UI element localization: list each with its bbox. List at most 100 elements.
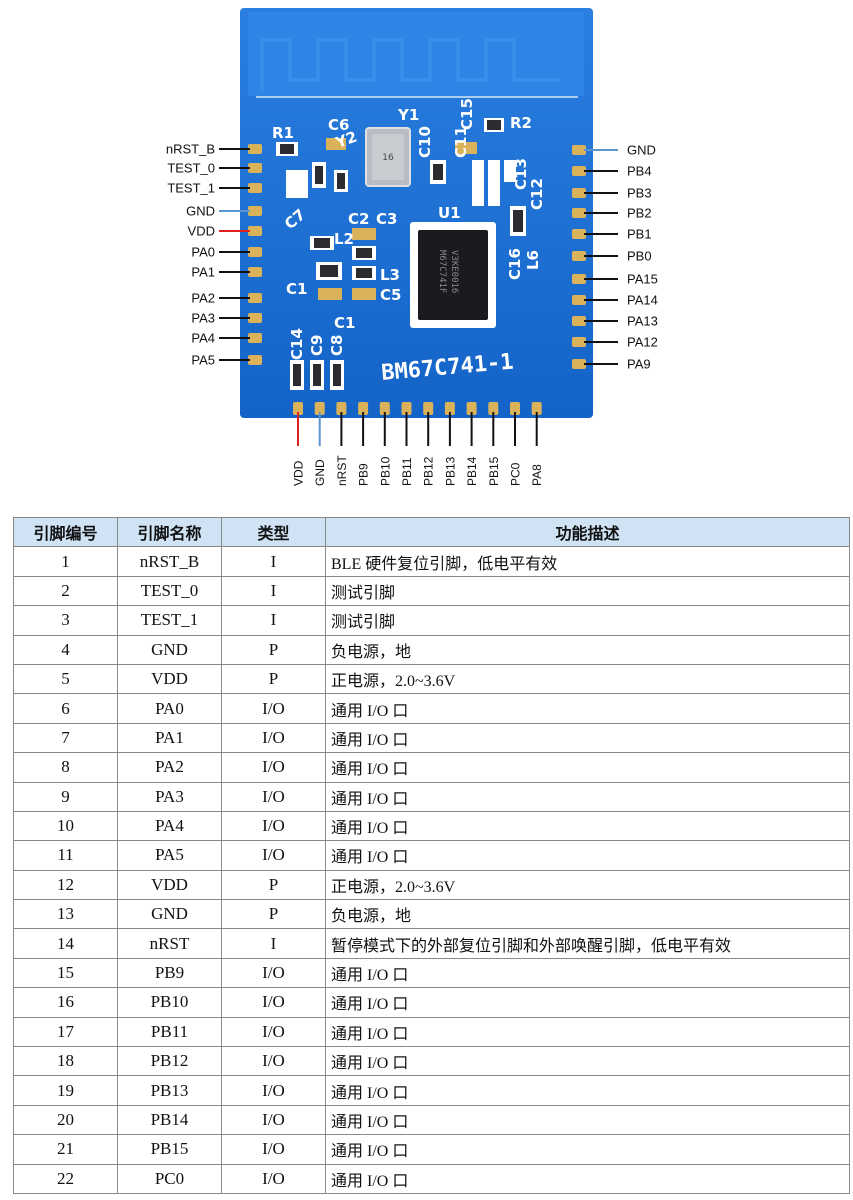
- module-pinout-diagram: 16 M67C741F V3KE0016 R1 C6 Y1 Y2 C10: [166, 8, 658, 486]
- cell-description: 正电源，2.0~3.6V: [325, 869, 850, 901]
- cell-type: I: [221, 605, 326, 636]
- pin-label-bottom: PB11: [400, 457, 414, 486]
- silk-r2: R2: [510, 114, 532, 132]
- cell-pin-number: 2: [13, 575, 118, 607]
- pin-label-left: PA3: [191, 311, 215, 326]
- cell-type: I/O: [221, 987, 326, 1018]
- pin-label-left: TEST_1: [167, 181, 215, 196]
- cell-pin-name: PB10: [117, 987, 222, 1018]
- pad-left: [248, 226, 262, 236]
- cell-type: I/O: [221, 1134, 326, 1165]
- cell-pin-name: nRST_B: [117, 546, 222, 577]
- pin-label-left: PA1: [191, 265, 215, 280]
- cell-description: 正电源，2.0~3.6V: [325, 663, 850, 695]
- pad-right: [572, 274, 586, 284]
- silk-c9: C9: [308, 335, 326, 356]
- cell-type: I/O: [221, 957, 326, 989]
- cell-pin-name: PA3: [117, 781, 222, 812]
- pin-label-right: PA14: [627, 293, 658, 308]
- pad-left: [248, 333, 262, 343]
- cell-pin-name: PB14: [117, 1104, 222, 1136]
- pad-left: [248, 313, 262, 323]
- pad-right: [572, 145, 586, 155]
- pad-left: [248, 267, 262, 277]
- cell-pin-number: 18: [13, 1046, 118, 1077]
- antenna-trace: [260, 38, 560, 92]
- pad-left: [248, 183, 262, 193]
- cell-description: 通用 I/O 口: [325, 840, 850, 871]
- silk-c16: C16: [506, 248, 524, 280]
- cell-pin-name: PB13: [117, 1075, 222, 1106]
- pad-right: [572, 359, 586, 369]
- pin-label-bottom: GND: [313, 459, 327, 486]
- passive-components: [276, 118, 526, 390]
- chip-mark-2: V3KE0016: [449, 250, 459, 293]
- cell-pin-name: PC0: [117, 1163, 222, 1194]
- cell-pin-name: PA2: [117, 752, 222, 783]
- pin-label-left: VDD: [188, 224, 215, 239]
- pad-bottom: [358, 402, 369, 415]
- silk-r1: R1: [272, 124, 294, 142]
- pads-layer: [248, 144, 586, 415]
- cell-pin-number: 1: [13, 546, 118, 577]
- pad-right: [572, 337, 586, 347]
- pad-left: [248, 163, 262, 173]
- cell-description: 通用 I/O 口: [325, 693, 850, 724]
- cell-pin-name: VDD: [117, 869, 222, 901]
- pcb-board: [240, 8, 593, 418]
- pin-label-right: PA12: [627, 335, 658, 350]
- pad-bottom: [401, 402, 412, 415]
- cell-pin-name: GND: [117, 899, 222, 930]
- cell-type: P: [221, 663, 326, 695]
- silk-l6: L6: [524, 250, 542, 270]
- pin-label-right: PB2: [627, 206, 652, 221]
- cell-description: 通用 I/O 口: [325, 1104, 850, 1136]
- cell-type: I/O: [221, 781, 326, 812]
- cell-pin-number: 6: [13, 693, 118, 724]
- cell-pin-name: GND: [117, 634, 222, 665]
- pad-right: [572, 295, 586, 305]
- cell-description: 通用 I/O 口: [325, 1075, 850, 1106]
- pin-label-bottom: nRST: [335, 455, 349, 486]
- cell-pin-number: 9: [13, 781, 118, 812]
- silk-c15: C15: [458, 98, 476, 130]
- silk-c10: C10: [416, 126, 434, 158]
- pin-label-bottom: PB12: [422, 456, 436, 486]
- pin-label-right: PB1: [627, 227, 652, 242]
- cell-pin-number: 3: [13, 605, 118, 636]
- pad-bottom: [444, 402, 455, 415]
- pin-label-right: PB3: [627, 186, 652, 201]
- cell-description: 通用 I/O 口: [325, 1134, 850, 1165]
- pad-bottom: [531, 402, 542, 415]
- pin-lines-layer: [219, 148, 618, 446]
- pin-label-bottom: PB14: [465, 456, 479, 486]
- header-description: 功能描述: [325, 516, 850, 548]
- cell-description: 通用 I/O 口: [325, 1046, 850, 1077]
- header-type: 类型: [221, 516, 326, 548]
- cell-description: 通用 I/O 口: [325, 752, 850, 783]
- pin-label-right: PA13: [627, 314, 658, 329]
- cell-type: I: [221, 928, 326, 959]
- pad-bottom: [510, 402, 520, 415]
- cell-pin-name: PA5: [117, 840, 222, 871]
- cell-description: 通用 I/O 口: [325, 987, 850, 1018]
- pin-label-left: GND: [186, 204, 215, 219]
- cell-pin-name: PB11: [117, 1016, 222, 1048]
- cell-type: I: [221, 546, 326, 577]
- pad-bottom: [423, 402, 434, 415]
- cell-description: 通用 I/O 口: [325, 1163, 850, 1194]
- cell-pin-number: 15: [13, 957, 118, 989]
- pin-label-left: TEST_0: [167, 161, 215, 176]
- cell-pin-number: 10: [13, 810, 118, 842]
- pad-left: [248, 206, 262, 216]
- cell-description: 通用 I/O 口: [325, 781, 850, 812]
